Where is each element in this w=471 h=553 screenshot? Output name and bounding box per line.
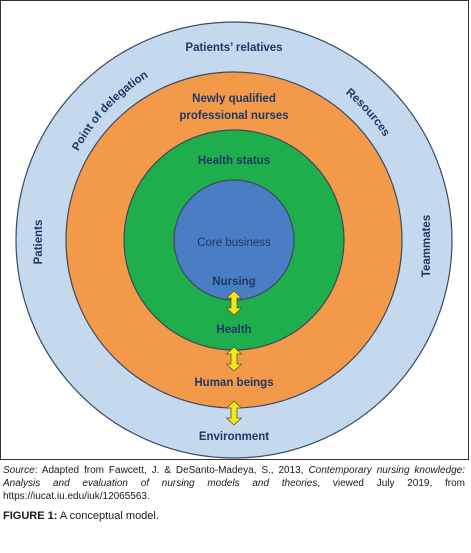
source-text-1: : Adapted from Fawcett, J. & DeSanto-Mad… xyxy=(34,465,309,476)
figure-title: A conceptual model. xyxy=(57,510,159,522)
label-patients: Patients xyxy=(33,220,45,265)
conceptual-model-diagram: Patients’ relatives Point of delegation … xyxy=(15,21,453,459)
source-title: Contemporary nursing knowledge: Analysis… xyxy=(3,465,466,489)
label-environment: Environment xyxy=(199,431,269,443)
arrows-group xyxy=(225,290,243,426)
label-patients-relatives: Patients’ relatives xyxy=(185,42,282,54)
arrow-human-beings-environment xyxy=(225,400,243,426)
arrow-health-human-beings xyxy=(225,346,243,372)
arrow-nursing-health xyxy=(225,290,243,316)
label-health: Health xyxy=(216,324,251,336)
figure-label: FIGURE 1: xyxy=(3,510,58,522)
label-newly-qualified: Newly qualified xyxy=(192,93,276,105)
label-core-business: Core business xyxy=(197,237,271,249)
source-prefix: Source xyxy=(3,465,35,476)
label-teammates: Teammates xyxy=(421,215,433,277)
label-health-status: Health status xyxy=(198,155,270,167)
source-caption: Source: Adapted from Fawcett, J. & DeSan… xyxy=(3,464,465,503)
figure-frame: Patients’ relatives Point of delegation … xyxy=(0,0,469,460)
label-human-beings: Human beings xyxy=(194,377,273,389)
source-text-2: , viewed July 2019, from https://iucat.i… xyxy=(3,478,465,502)
label-nursing: Nursing xyxy=(212,276,255,288)
figure-caption: FIGURE 1: A conceptual model. xyxy=(3,510,465,523)
label-professional-nurses: professional nurses xyxy=(179,110,288,122)
